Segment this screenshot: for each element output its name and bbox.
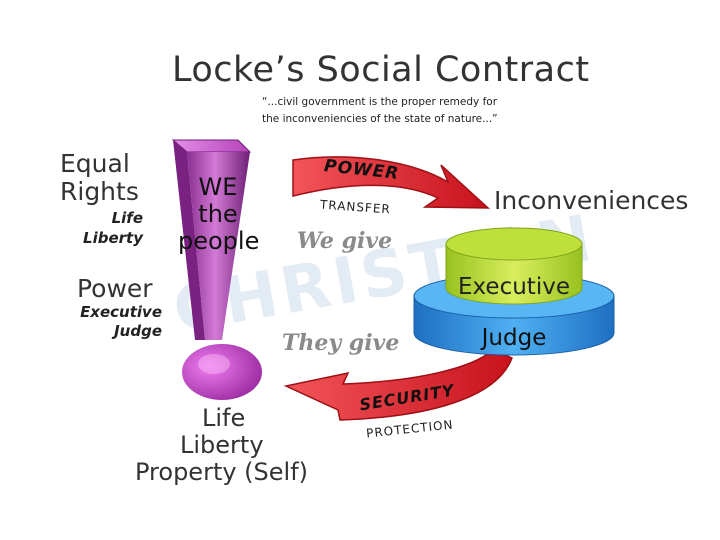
people-word-the: the	[198, 200, 238, 228]
people-word-we: WE	[198, 173, 238, 201]
equal-rights-label: Equal Rights	[60, 150, 139, 206]
government-cylinder	[413, 227, 615, 356]
exclamation-mark-shape	[171, 139, 262, 400]
bottom-property-self: Property (Self)	[135, 458, 309, 486]
equal-rights-word-2: Rights	[60, 177, 139, 206]
diagram-title: Locke’s Social Contract	[172, 50, 590, 90]
judge-tier-label: Judge	[481, 325, 547, 351]
we-give-label: We give	[297, 228, 393, 254]
equal-rights-life: Life	[111, 209, 143, 227]
power-judge: Judge	[114, 322, 162, 340]
they-give-label: They give	[282, 330, 400, 356]
bottom-life: Life	[202, 404, 246, 432]
we-the-people-label: WE the people	[178, 173, 260, 255]
security-protection-arrow	[283, 349, 513, 421]
equal-rights-liberty: Liberty	[83, 229, 143, 247]
bottom-liberty: Liberty	[180, 431, 264, 459]
equal-rights-word-1: Equal	[60, 149, 130, 178]
power-executive: Executive	[80, 303, 162, 321]
inconveniences-label: Inconveniences	[494, 186, 689, 215]
people-word-people: people	[178, 227, 260, 255]
quote-line-2: the inconveniencies of the state of natu…	[262, 113, 498, 125]
quote-line-1: “...civil government is the proper remed…	[262, 96, 498, 108]
power-transfer-arrow	[292, 156, 490, 209]
power-label: Power	[77, 274, 153, 303]
executive-tier-label: Executive	[458, 274, 570, 300]
